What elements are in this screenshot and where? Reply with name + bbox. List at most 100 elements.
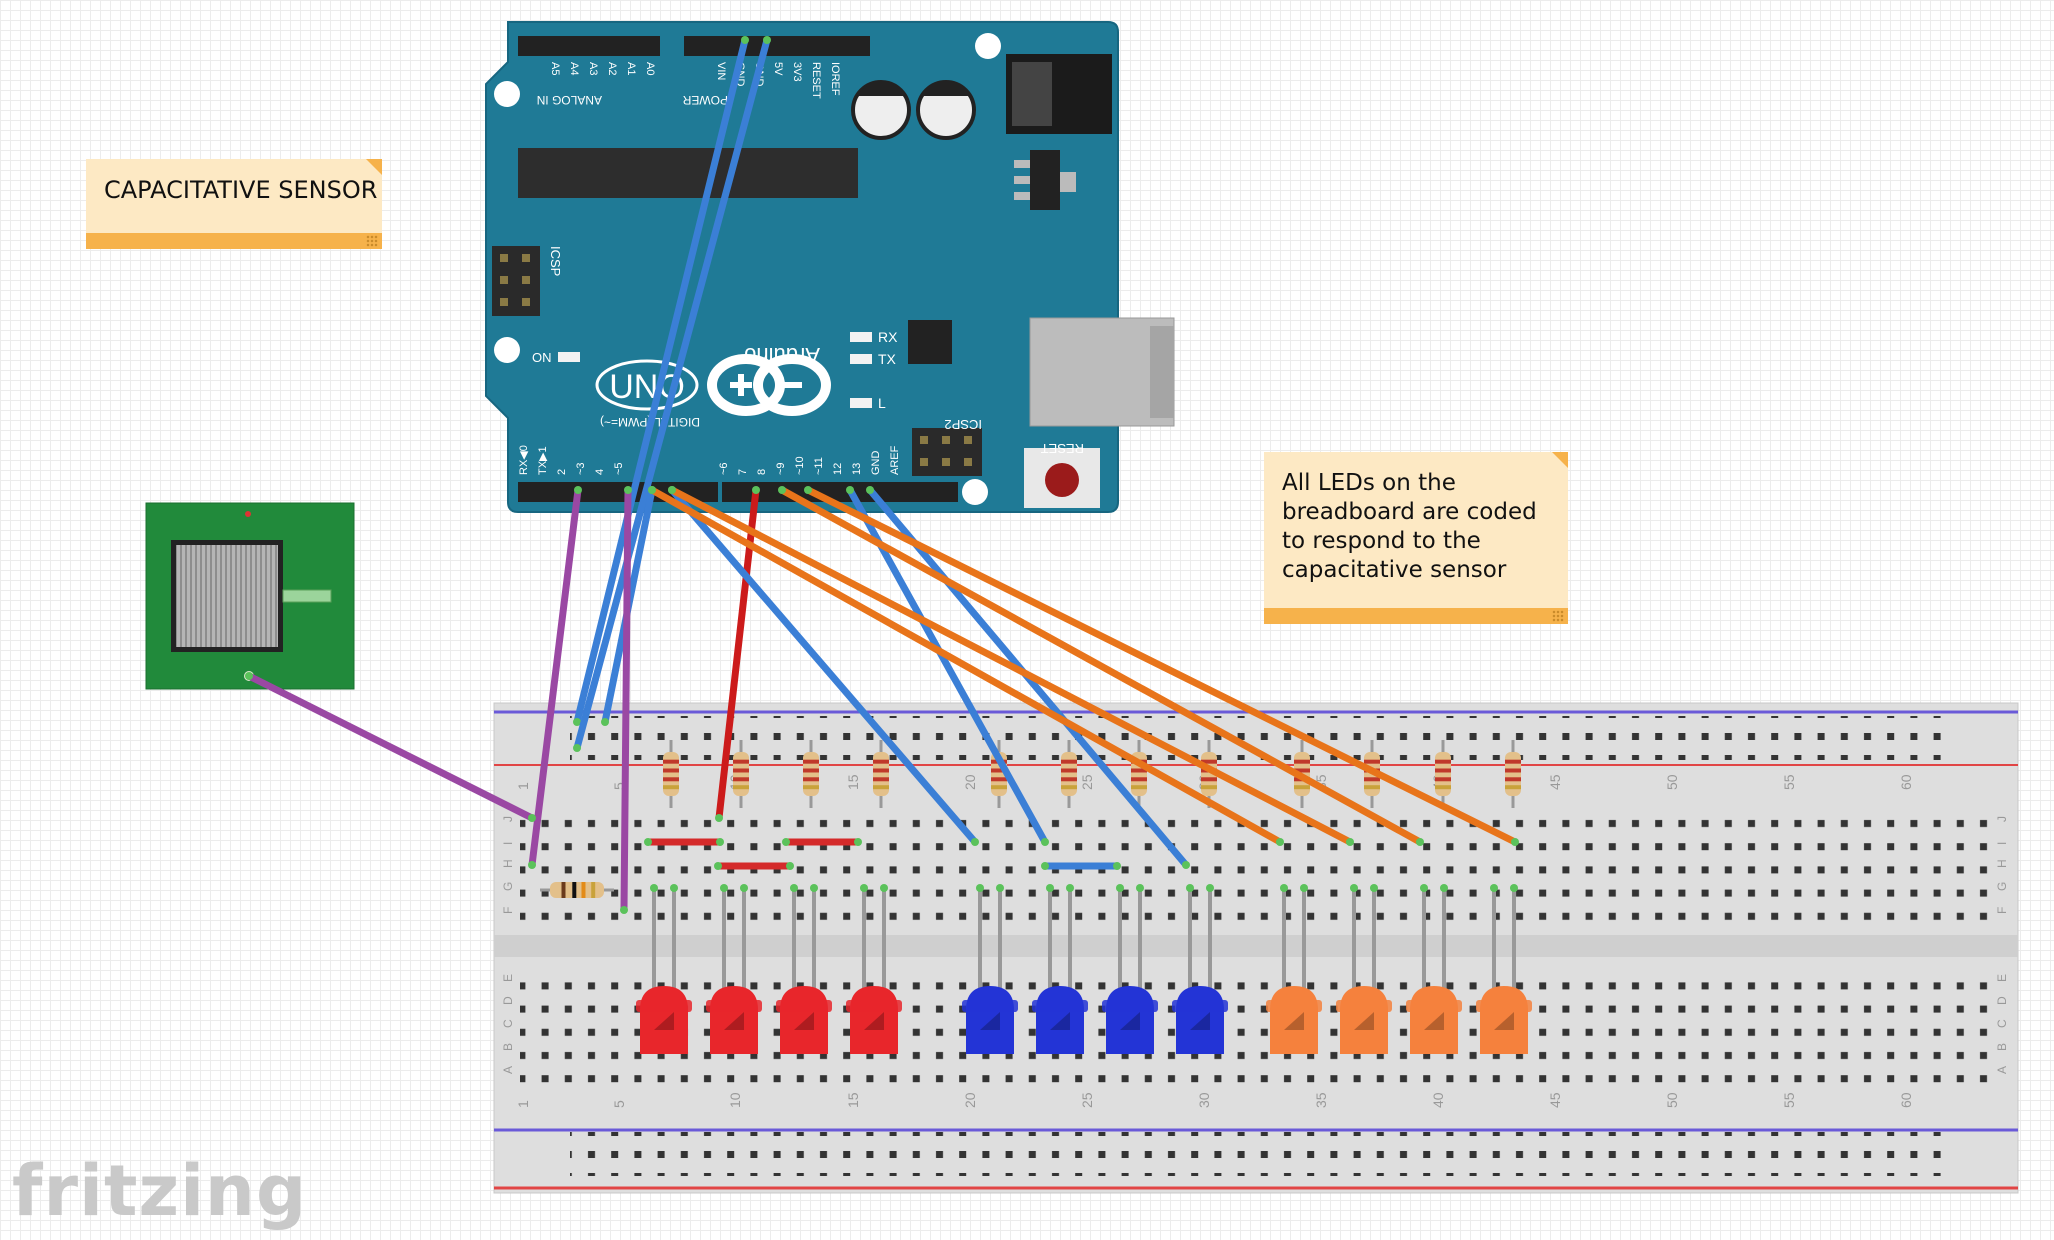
- resistor[interactable]: [1505, 740, 1521, 808]
- led-orange[interactable]: [1336, 884, 1392, 1054]
- jumper-red[interactable]: [644, 838, 724, 846]
- analog-pin-label: A2: [606, 62, 618, 75]
- leds-note[interactable]: All LEDs on the breadboard are coded to …: [1264, 452, 1568, 624]
- column-number-label: 45: [1547, 1092, 1563, 1108]
- icsp-label: ICSP: [548, 246, 563, 276]
- column-number-label: 60: [1898, 774, 1914, 790]
- led-red[interactable]: [846, 884, 902, 1054]
- column-number-label: 5: [611, 1100, 627, 1108]
- wire-orange-3[interactable]: [778, 486, 1424, 846]
- sensor-note[interactable]: CAPACITATIVE SENSOR: [86, 159, 382, 249]
- led-orange[interactable]: [1476, 884, 1532, 1054]
- column-number-label: 10: [727, 1092, 743, 1108]
- resistor[interactable]: [1061, 740, 1077, 808]
- tx-label: TX: [878, 351, 897, 367]
- led-orange[interactable]: [1266, 884, 1322, 1054]
- resistor[interactable]: [873, 740, 889, 808]
- column-number-label: 25: [1079, 774, 1095, 790]
- icsp2-header: [912, 428, 982, 476]
- analog-header: [518, 36, 660, 56]
- wire-group: [245, 36, 1519, 914]
- digital-pin-label: 13: [851, 463, 863, 475]
- column-number-label: 55: [1781, 774, 1797, 790]
- fritzing-logo: fritzing: [12, 1150, 308, 1232]
- usb-chip: [908, 320, 952, 364]
- digital-pin-label: ~3: [575, 462, 587, 475]
- jumper-red[interactable]: [714, 862, 794, 870]
- sensor-note-text: CAPACITATIVE SENSOR: [104, 176, 378, 204]
- digital-pin-label: ~9: [775, 462, 787, 475]
- resistor[interactable]: [733, 740, 749, 808]
- l-led: [850, 398, 872, 408]
- bottom-power-rail: [570, 1132, 1950, 1176]
- wire-gnd-to-rail[interactable]: [573, 36, 771, 752]
- led-blue[interactable]: [962, 884, 1018, 1054]
- mount-hole: [962, 479, 988, 505]
- led-orange[interactable]: [1406, 884, 1462, 1054]
- mount-hole: [494, 337, 520, 363]
- row-letter-label: E: [1995, 974, 2009, 982]
- uno-badge: [595, 359, 699, 411]
- led-blue[interactable]: [1172, 884, 1228, 1054]
- atmega-chip: [518, 148, 858, 198]
- row-letter-label: I: [1995, 842, 2009, 845]
- power-pin-label: IOREF: [829, 62, 841, 96]
- digital-pin-label: ~6: [718, 462, 730, 475]
- column-number-label: 40: [1430, 1092, 1446, 1108]
- column-number-label: 55: [1781, 1092, 1797, 1108]
- led-red[interactable]: [776, 884, 832, 1054]
- digital-pin-label: 12: [832, 463, 844, 475]
- digital-pin-label: ~10: [794, 456, 806, 475]
- jumper-red[interactable]: [782, 838, 862, 846]
- row-letter-label: C: [501, 1019, 515, 1028]
- digital-pin-label: 4: [594, 469, 606, 475]
- mount-hole: [975, 33, 1001, 59]
- wire-pin4-to-resistor[interactable]: [620, 486, 632, 914]
- wire-orange-1[interactable]: [648, 486, 1284, 846]
- row-letter-label: E: [501, 974, 515, 982]
- jumper-blue[interactable]: [1041, 862, 1121, 870]
- note-fold: [366, 159, 382, 175]
- led-blue[interactable]: [1102, 884, 1158, 1054]
- wire-5v-to-rail[interactable]: [573, 36, 749, 726]
- led-red[interactable]: [706, 884, 762, 1054]
- resize-grip-icon[interactable]: [1552, 610, 1564, 622]
- resistor[interactable]: [540, 882, 614, 898]
- wire-orange-4[interactable]: [804, 486, 1519, 846]
- resize-grip-icon[interactable]: [366, 235, 378, 247]
- row-letter-label: F: [501, 907, 515, 914]
- power-pin-label: VIN: [715, 62, 727, 80]
- reset-label: RESET: [1041, 441, 1084, 456]
- resistor[interactable]: [1435, 740, 1451, 808]
- arduino-infinity-logo: [707, 354, 831, 416]
- resistor[interactable]: [803, 740, 819, 808]
- digital-pin-label: TX▶1: [537, 446, 549, 475]
- column-number-label: 45: [1547, 774, 1563, 790]
- on-led: [558, 352, 580, 362]
- column-number-label: 1: [515, 1100, 531, 1108]
- digital-pin-label: AREF: [889, 445, 901, 475]
- capacitive-sensor[interactable]: [145, 502, 355, 690]
- wire-pin2-to-breadboard[interactable]: [528, 486, 582, 869]
- rx-led: [850, 332, 872, 342]
- digital-pin-label: ~11: [813, 457, 825, 475]
- column-number-label: 50: [1664, 1092, 1680, 1108]
- arduino-uno-board[interactable]: UNO Arduino ON RX TX L RESET ICSP ICSP2 …: [485, 21, 1175, 513]
- row-letter-label: C: [1995, 1019, 2009, 1028]
- led-blue[interactable]: [1032, 884, 1088, 1054]
- analog-pin-label: A3: [587, 62, 599, 75]
- wire-orange-2[interactable]: [668, 486, 1354, 846]
- leds-note-text: All LEDs on the breadboard are coded to …: [1282, 470, 1537, 583]
- lower-hole-matrix: [520, 968, 2000, 1086]
- on-label: ON: [532, 350, 552, 365]
- analog-pin-label: A1: [625, 62, 637, 75]
- row-letter-label: D: [501, 996, 515, 1005]
- note-bar: [86, 233, 382, 249]
- column-number-label: 25: [1079, 1092, 1095, 1108]
- resistor[interactable]: [663, 740, 679, 808]
- wire-sensor-to-breadboard[interactable]: [245, 672, 536, 822]
- rx-label: RX: [878, 329, 898, 345]
- led-red[interactable]: [636, 884, 692, 1054]
- column-number-label: 60: [1898, 1092, 1914, 1108]
- arduino-brand-label: Arduino: [744, 343, 820, 368]
